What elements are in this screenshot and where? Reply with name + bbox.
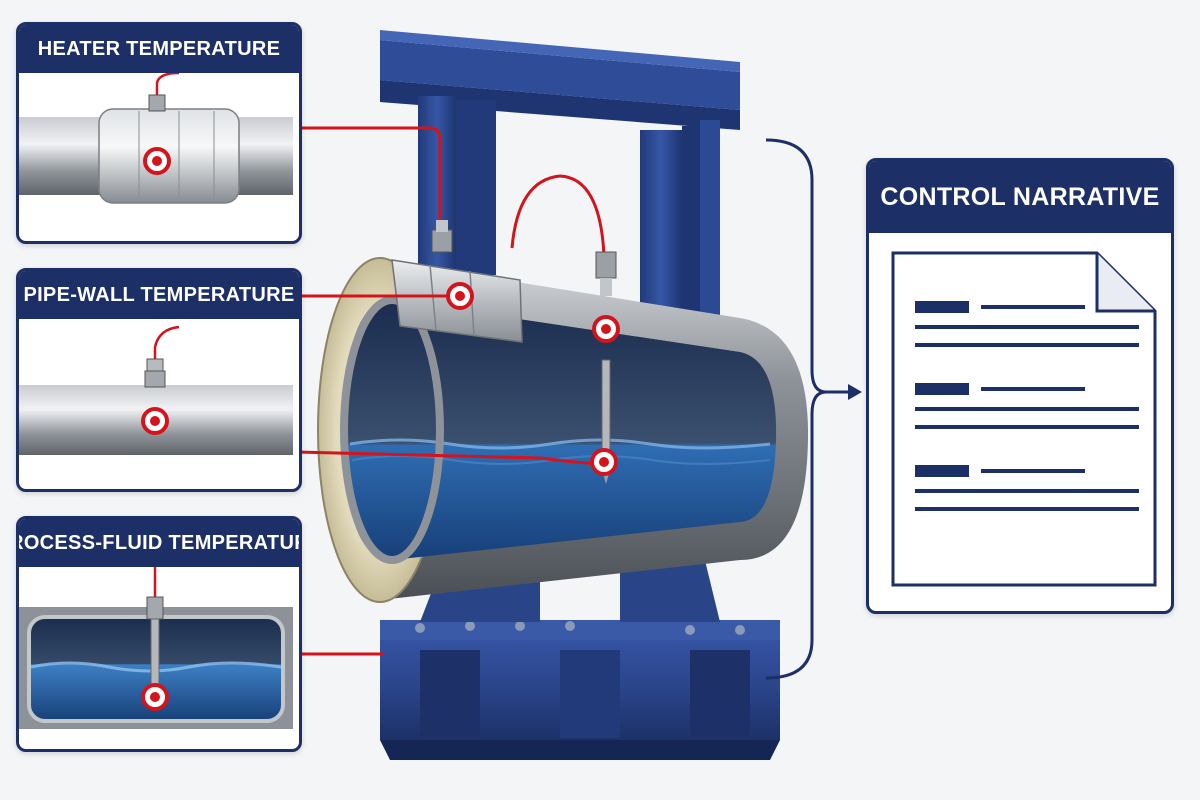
- process-fluid-temperature-title: PROCESS-FLUID TEMPERATURE: [19, 519, 299, 567]
- pipe-wall-temperature-panel: PIPE-WALL TEMPERATURE: [16, 268, 302, 492]
- sensor-target-icon: [141, 683, 169, 711]
- pipe-cutaway: [317, 257, 809, 603]
- control-narrative-title: CONTROL NARRATIVE: [869, 161, 1171, 233]
- arrow-right-icon: [826, 384, 862, 400]
- sensor-target-icon: [590, 448, 618, 476]
- temperature-sensor-icon: [144, 358, 166, 388]
- heater-temperature-title: HEATER TEMPERATURE: [19, 25, 299, 73]
- sensor-target-icon: [143, 147, 171, 175]
- process-fluid-illustration: [19, 567, 293, 729]
- temperature-sensor-icon: [146, 596, 164, 690]
- sensor-target-icon: [141, 407, 169, 435]
- sensor-target-icon: [592, 315, 620, 343]
- pipe-wall-illustration: [19, 325, 293, 455]
- heater-pipe-illustration: [19, 73, 293, 204]
- signal-connectors: [295, 126, 606, 656]
- support-base: [380, 540, 780, 760]
- process-fluid-temperature-panel: PROCESS-FLUID TEMPERATURE: [16, 516, 302, 752]
- document-icon: [891, 251, 1157, 587]
- temperature-sensor-icon: [431, 220, 453, 253]
- control-narrative-card: CONTROL NARRATIVE: [866, 158, 1174, 614]
- temperature-sensor-icon: [148, 94, 166, 112]
- sensor-target-icon: [446, 282, 474, 310]
- heater-temperature-panel: HEATER TEMPERATURE: [16, 22, 302, 244]
- pipe-wall-temperature-title: PIPE-WALL TEMPERATURE: [19, 271, 299, 319]
